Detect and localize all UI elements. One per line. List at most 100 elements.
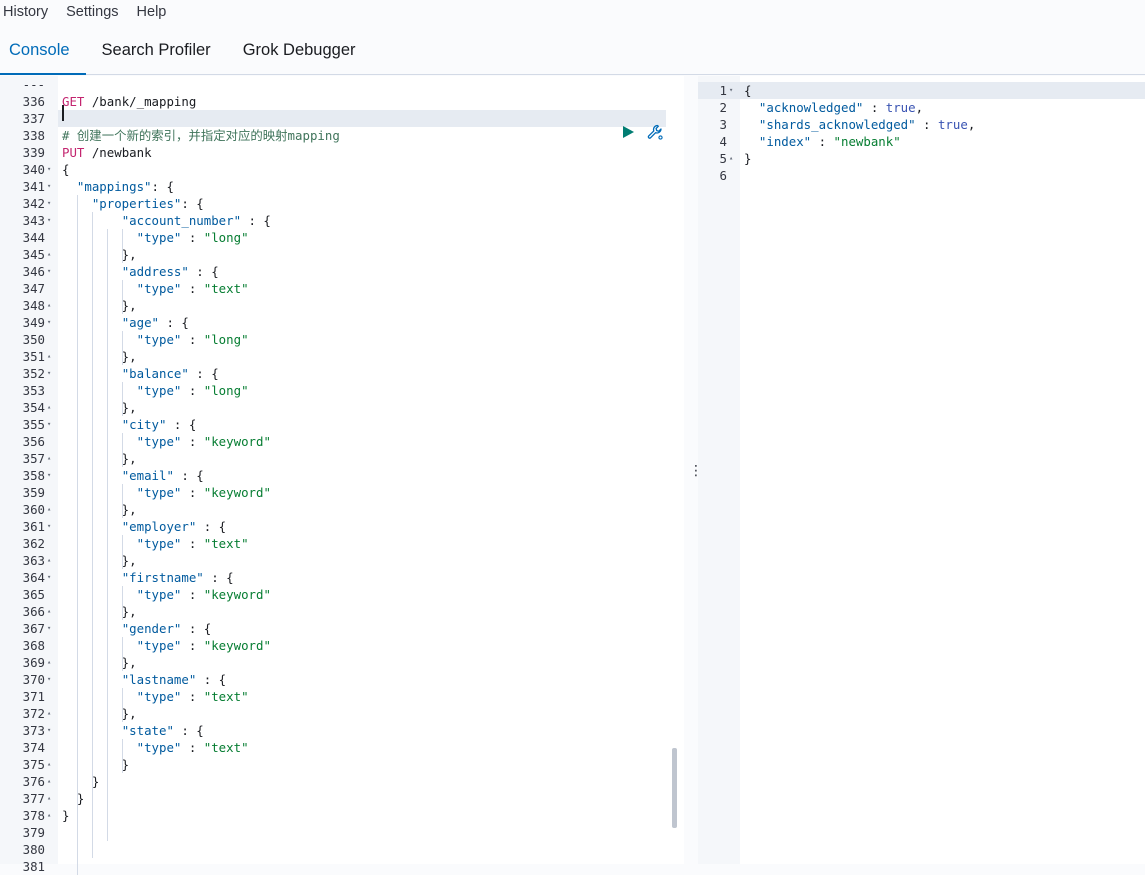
code-line[interactable]: 346▾ "address" : { <box>0 263 684 280</box>
code-line[interactable]: 369▴ }, <box>0 654 684 671</box>
code-line[interactable]: 366▴ }, <box>0 603 684 620</box>
fold-open-icon[interactable]: ▾ <box>47 369 52 377</box>
fold-open-icon[interactable]: ▾ <box>47 573 52 581</box>
code-line[interactable]: 362 "type" : "text" <box>0 535 684 552</box>
code-line[interactable]: 341▾ "mappings": { <box>0 178 684 195</box>
tab-grok-debugger[interactable]: Grok Debugger <box>242 40 356 59</box>
fold-close-icon[interactable]: ▴ <box>47 250 52 258</box>
menu-history[interactable]: History <box>3 4 49 20</box>
code-line[interactable]: 376▴ } <box>0 773 684 790</box>
code-line[interactable]: 1▾{ <box>698 82 1145 99</box>
indent-guide <box>122 280 123 314</box>
line-number: 368 <box>22 638 45 653</box>
code-line[interactable]: 340▾{ <box>0 161 684 178</box>
code-line[interactable]: --- <box>0 76 684 93</box>
fold-open-icon[interactable]: ▾ <box>47 216 52 224</box>
pane-resizer[interactable]: ⋮ <box>684 76 703 864</box>
code-line[interactable]: 357▴ }, <box>0 450 684 467</box>
code-line[interactable]: 368 "type" : "keyword" <box>0 637 684 654</box>
code-line[interactable]: 354▴ }, <box>0 399 684 416</box>
fold-open-icon[interactable]: ▾ <box>47 199 52 207</box>
tab-search-profiler[interactable]: Search Profiler <box>101 40 211 59</box>
code-line[interactable]: 4 "index" : "newbank" <box>698 133 1145 150</box>
fold-open-icon[interactable]: ▾ <box>47 726 52 734</box>
code-line[interactable]: 347 "type" : "text" <box>0 280 684 297</box>
code-line[interactable]: 2 "acknowledged" : true, <box>698 99 1145 116</box>
fold-close-icon[interactable]: ▴ <box>47 505 52 513</box>
tab-console[interactable]: Console <box>0 26 86 75</box>
fold-open-icon[interactable]: ▾ <box>47 624 52 632</box>
fold-open-icon[interactable]: ▾ <box>47 267 52 275</box>
code-line[interactable]: 342▾ "properties": { <box>0 195 684 212</box>
code-line[interactable]: 363▴ }, <box>0 552 684 569</box>
code-line[interactable]: 373▾ "state" : { <box>0 722 684 739</box>
code-line[interactable]: 364▾ "firstname" : { <box>0 569 684 586</box>
code-line[interactable]: 378▴} <box>0 807 684 824</box>
code-line[interactable]: 5▴} <box>698 150 1145 167</box>
menu-help[interactable]: Help <box>136 4 167 20</box>
fold-open-icon[interactable]: ▾ <box>47 182 52 190</box>
fold-close-icon[interactable]: ▴ <box>47 709 52 717</box>
code-line[interactable]: 350 "type" : "long" <box>0 331 684 348</box>
code-line[interactable]: 351▴ }, <box>0 348 684 365</box>
fold-close-icon[interactable]: ▴ <box>47 403 52 411</box>
fold-open-icon[interactable]: ▾ <box>47 471 52 479</box>
code-line[interactable]: 370▾ "lastname" : { <box>0 671 684 688</box>
code-line[interactable]: 381 <box>0 858 684 875</box>
fold-close-icon[interactable]: ▴ <box>47 760 52 768</box>
line-number: 367 <box>22 621 45 636</box>
code-line[interactable]: 3 "shards_acknowledged" : true, <box>698 116 1145 133</box>
menu-settings[interactable]: Settings <box>66 4 119 20</box>
code-line[interactable]: 355▾ "city" : { <box>0 416 684 433</box>
fold-close-icon[interactable]: ▴ <box>47 811 52 819</box>
code-line[interactable]: 371 "type" : "text" <box>0 688 684 705</box>
fold-close-icon[interactable]: ▴ <box>47 658 52 666</box>
code-line[interactable]: 352▾ "balance" : { <box>0 365 684 382</box>
code-line[interactable]: 375▴ } <box>0 756 684 773</box>
code-line[interactable]: 349▾ "age" : { <box>0 314 684 331</box>
fold-open-icon[interactable]: ▾ <box>47 675 52 683</box>
wrench-icon[interactable] <box>646 123 664 141</box>
fold-open-icon[interactable]: ▾ <box>47 165 52 173</box>
code-line[interactable]: 367▾ "gender" : { <box>0 620 684 637</box>
code-line[interactable]: 6 <box>698 167 1145 184</box>
code-line[interactable]: 344 "type" : "long" <box>0 229 684 246</box>
code-line[interactable]: 338# 创建一个新的索引，并指定对应的映射mapping <box>0 127 684 144</box>
fold-close-icon[interactable]: ▴ <box>729 154 734 162</box>
code-line[interactable]: 380 <box>0 841 684 858</box>
fold-close-icon[interactable]: ▴ <box>47 454 52 462</box>
fold-close-icon[interactable]: ▴ <box>47 607 52 615</box>
code-line[interactable]: 377▴ } <box>0 790 684 807</box>
code-line[interactable]: 359 "type" : "keyword" <box>0 484 684 501</box>
code-line[interactable]: 372▴ }, <box>0 705 684 722</box>
code-line[interactable]: 358▾ "email" : { <box>0 467 684 484</box>
play-icon[interactable] <box>620 124 636 140</box>
request-scrollbar[interactable] <box>672 748 677 828</box>
code-line[interactable]: 345▴ }, <box>0 246 684 263</box>
fold-close-icon[interactable]: ▴ <box>47 301 52 309</box>
response-viewer[interactable]: 1▾{2 "acknowledged" : true,3 "shards_ack… <box>698 76 1145 864</box>
code-line[interactable]: 356 "type" : "keyword" <box>0 433 684 450</box>
code-line[interactable]: 348▴ }, <box>0 297 684 314</box>
code-line[interactable]: 360▴ }, <box>0 501 684 518</box>
fold-close-icon[interactable]: ▴ <box>47 556 52 564</box>
code-line[interactable]: 374 "type" : "text" <box>0 739 684 756</box>
fold-open-icon[interactable]: ▾ <box>47 522 52 530</box>
line-text: PUT /newbank <box>62 144 152 161</box>
code-line[interactable]: 379 <box>0 824 684 841</box>
fold-open-icon[interactable]: ▾ <box>47 420 52 428</box>
code-line[interactable]: 337 <box>0 110 684 127</box>
fold-open-icon[interactable]: ▾ <box>729 86 734 94</box>
line-number: 351 <box>22 349 45 364</box>
fold-open-icon[interactable]: ▾ <box>47 318 52 326</box>
code-line[interactable]: 361▾ "employer" : { <box>0 518 684 535</box>
fold-close-icon[interactable]: ▴ <box>47 352 52 360</box>
code-line[interactable]: 353 "type" : "long" <box>0 382 684 399</box>
fold-close-icon[interactable]: ▴ <box>47 777 52 785</box>
code-line[interactable]: 343▾ "account_number" : { <box>0 212 684 229</box>
fold-close-icon[interactable]: ▴ <box>47 794 52 802</box>
code-line[interactable]: 365 "type" : "keyword" <box>0 586 684 603</box>
